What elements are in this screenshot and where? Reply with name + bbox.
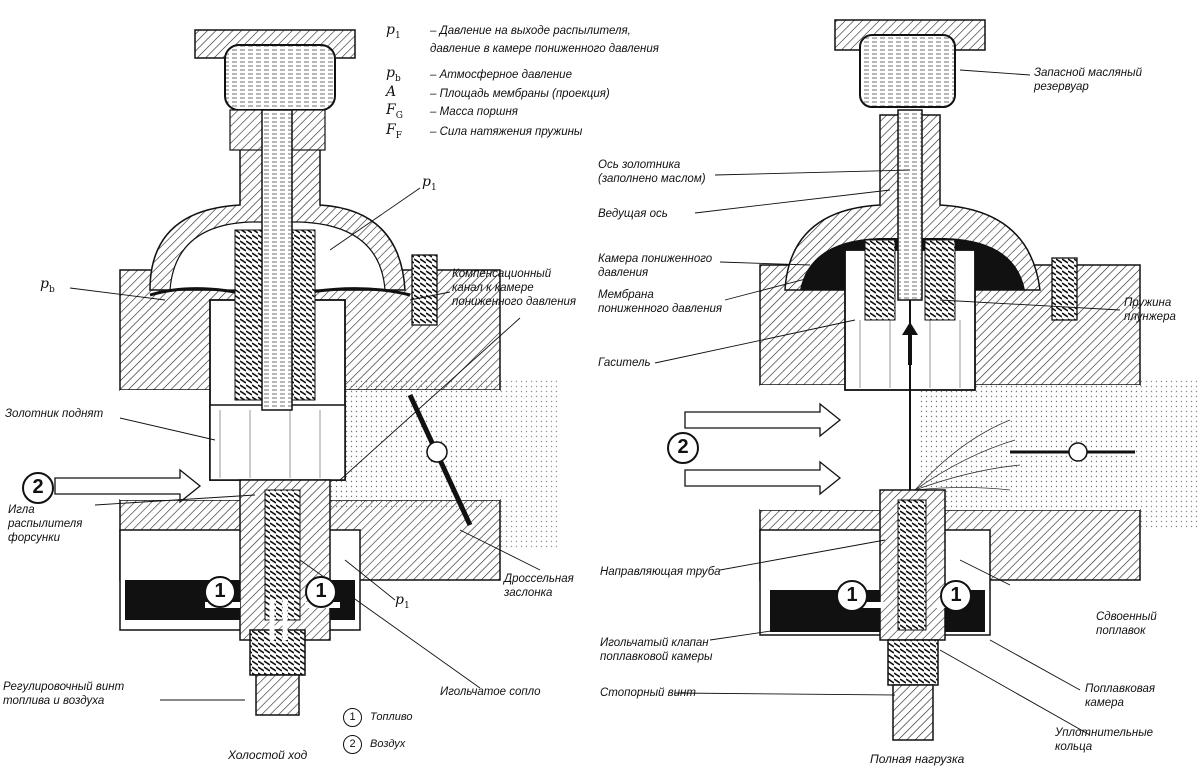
label-needle: Игла распылителя форсунки [8, 504, 83, 544]
legend-sym-a: A [386, 84, 397, 100]
legend-text-fg: – Масса поршня [430, 106, 518, 118]
label-seal-rings: Уплотнительные кольца [1055, 727, 1154, 753]
marker-air-right: 2 [667, 432, 699, 464]
legend-text-a: – Площадь мембраны (проекция) [430, 88, 610, 100]
label-p1-bottom: p1 [395, 592, 410, 611]
legend-text-p1-cont: давление в камере пониженного давления [430, 43, 659, 55]
label-guide-tube: Направляющая труба [600, 566, 721, 578]
legend-sym-fg: FG [386, 102, 403, 121]
label-pb: pb [40, 276, 55, 295]
caption-full-load: Полная нагрузка [870, 752, 965, 766]
label-needle-jet: Игольчатое сопло [440, 686, 541, 698]
marker-fuel-right-a: 1 [836, 580, 868, 612]
legend-marker-fuel: 1 [343, 708, 362, 727]
label-comp-channel: Компенсационный канал к камере пониженно… [452, 268, 577, 308]
marker-fuel-left-b: 1 [305, 576, 337, 608]
marker-air-left: 2 [22, 472, 54, 504]
legend-text-ff: – Сила натяжения пружины [430, 126, 583, 138]
legend-sym-ff: FF [386, 122, 402, 141]
marker-fuel-left-a: 1 [204, 576, 236, 608]
label-slide-axis: Ось золотника (заполнено маслом) [598, 159, 706, 185]
right-carburetor [684, 19, 1200, 741]
label-plunger-spring: Пружина плунжера [1124, 297, 1176, 323]
legend-text-pb: – Атмосферное давление [430, 69, 572, 81]
label-vacuum-chamber: Камера пониженного давления [598, 253, 713, 279]
label-twin-float: Сдвоенный поплавок [1096, 611, 1157, 637]
marker-fuel-right-b: 1 [940, 580, 972, 612]
leader-lines [69, 69, 1121, 736]
left-carburetor [54, 29, 560, 716]
legend-marker-air: 2 [343, 735, 362, 754]
legend-air-text: Воздух [370, 738, 406, 750]
legend-sym-pb: pb [386, 65, 401, 84]
legend-sym-p1: p1 [386, 22, 401, 41]
label-membrane: Мембрана пониженного давления [598, 289, 723, 315]
label-stop-screw: Стопорный винт [600, 687, 696, 699]
label-needle-valve: Игольчатый клапан поплавковой камеры [600, 637, 713, 663]
legend-fuel-text: Топливо [370, 711, 413, 723]
label-adjust-screw: Регулировочный винт топлива и воздуха [3, 681, 125, 707]
label-oil-reservoir: Запасной масляный резервуар [1034, 67, 1142, 93]
label-slide-raised: Золотник поднят [5, 408, 104, 420]
label-damper: Гаситель [598, 357, 651, 369]
label-throttle: Дроссельная заслонка [504, 573, 574, 599]
caption-idle: Холостой ход [228, 748, 308, 762]
label-lead-axis: Ведущая ось [598, 208, 668, 220]
legend-text-p1: – Давление на выходе распылителя, [430, 25, 631, 37]
label-p1-top: p1 [422, 174, 437, 193]
label-float-chamber: Поплавковая камера [1085, 683, 1156, 709]
